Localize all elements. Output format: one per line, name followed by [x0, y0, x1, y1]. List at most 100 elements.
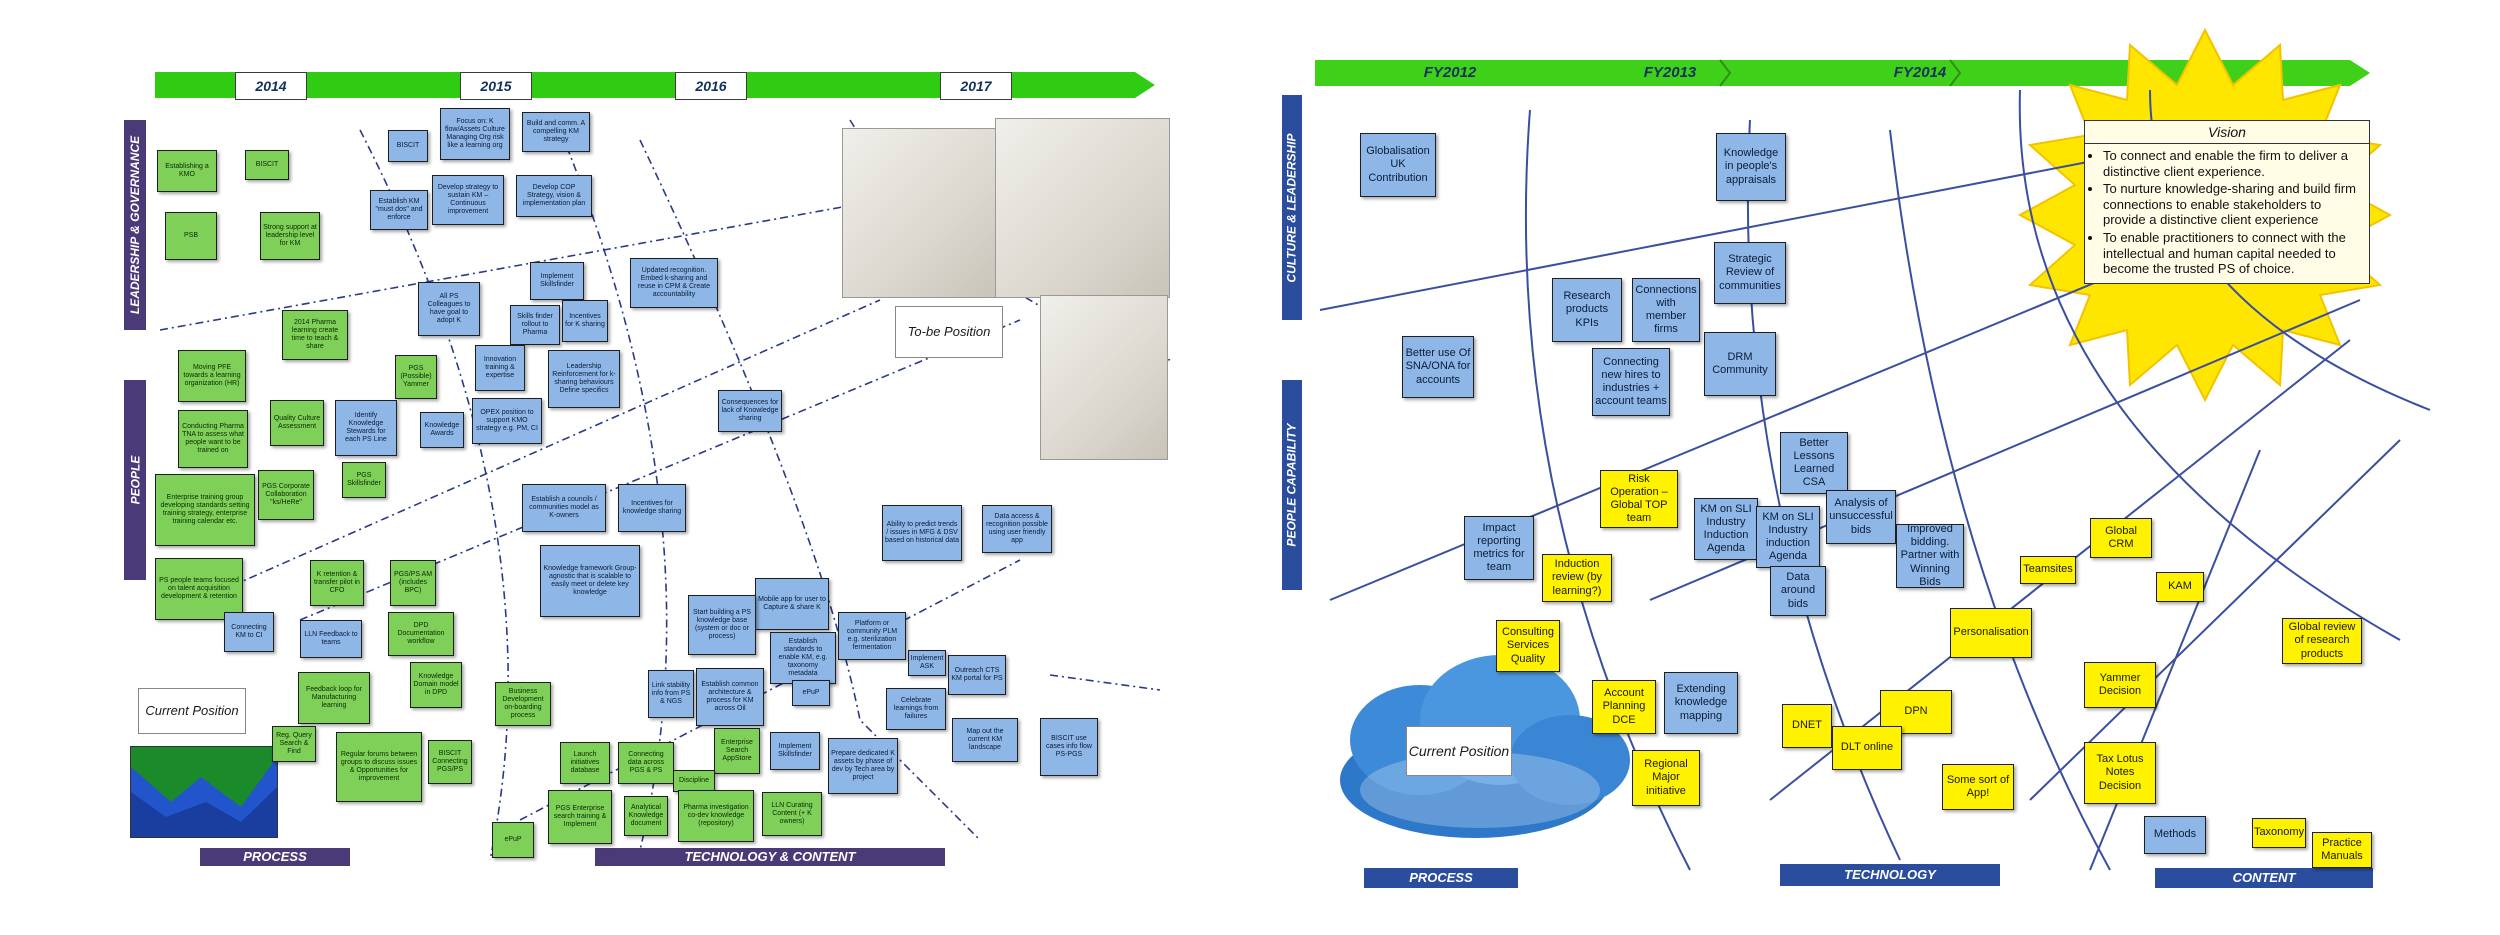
roadmap-item: Teamsites [2020, 556, 2076, 584]
roadmap-item: Knowledge Awards [420, 412, 464, 448]
vision-point: To nurture knowledge-sharing and build f… [2103, 181, 2363, 228]
roadmap-item: Yammer Decision [2084, 662, 2156, 708]
roadmap-item: Identify Knowledge Stewards for each PS … [335, 400, 397, 456]
roadmap-item: Extending knowledge mapping [1664, 672, 1738, 734]
boundary-line [199, 299, 881, 601]
roadmap-item: Develop strategy to sustain KM – Continu… [432, 175, 504, 225]
roadmap-item: Establish KM "must dos" and enforce [370, 190, 428, 230]
roadmap-item: PSB [165, 212, 217, 260]
roadmap-item: LLN Curating Content (+ K owners) [762, 792, 822, 836]
left-roadmap-panel: 2014 2015 2016 2017 LEADERSHIP & GOVERNA… [124, 72, 1171, 866]
roadmap-item: K retention & transfer pilot in CFO [310, 560, 364, 606]
roadmap-item: Build and comm. A compelling KM strategy [522, 112, 590, 152]
roadmap-item: Implement Skillsfinder [530, 262, 584, 300]
year-label-2015: 2015 [460, 72, 532, 100]
roadmap-item: DPD Documentation workflow [388, 612, 454, 656]
roadmap-item: BISCIT use cases info flow PS-PGS [1040, 718, 1098, 776]
roadmap-item: Consequences for lack of Knowledge shari… [718, 390, 782, 432]
roadmap-item: KAM [2156, 572, 2204, 602]
left-timeline-arrow [155, 72, 1155, 98]
roadmap-item: PS people teams focused on talent acquis… [155, 558, 243, 620]
roadmap-item: Updated recognition. Embed k-sharing and… [630, 258, 718, 308]
roadmap-item: Practice Manuals [2312, 832, 2372, 868]
roadmap-item: PGS (Possible) Yammer [395, 355, 437, 399]
roadmap-item: Account Planning DCE [1592, 680, 1656, 734]
roadmap-item: Enterprise training group developing sta… [155, 474, 255, 546]
vision-list: To connect and enable the firm to delive… [2093, 148, 2363, 277]
roadmap-item: Impact reporting metrics for team [1464, 516, 1534, 580]
bottom-label-technology: TECHNOLOGY [1780, 864, 2000, 886]
roadmap-item: Business Development on-boarding process [495, 682, 551, 726]
current-position-mini-chart [130, 746, 278, 838]
roadmap-item: ePuP [792, 680, 830, 706]
roadmap-item: Connecting new hires to industries + acc… [1592, 348, 1670, 416]
tobe-position-label: To-be Position [895, 306, 1003, 358]
vision-point: To enable practitioners to connect with … [2103, 230, 2363, 277]
roadmap-item: Connections with member firms [1632, 278, 1700, 342]
roadmap-item: Methods [2144, 816, 2206, 854]
roadmap-item: Taxonomy [2252, 818, 2306, 848]
roadmap-item: Enterprise Search AppStore [714, 728, 760, 774]
roadmap-item: Focus on: K flow/Assets Culture Managing… [440, 108, 510, 160]
roadmap-item: Improved bidding. Partner with Winning B… [1896, 524, 1964, 588]
roadmap-item: Platform or community PLM e.g. steriliza… [838, 612, 906, 660]
roadmap-item: Innovation training & expertise [475, 345, 525, 391]
roadmap-item: Discipline [673, 770, 715, 792]
boundary-line [1049, 674, 1161, 691]
current-position-label: Current Position [138, 688, 246, 734]
bottom-label-content: CONTENT [2155, 868, 2373, 888]
roadmap-item: DRM Community [1704, 332, 1776, 396]
roadmap-item: Consulting Services Quality [1496, 620, 1560, 672]
roadmap-item: All PS Colleagues to have goal to adopt … [418, 282, 480, 336]
roadmap-item: Celebrate learnings from failures [886, 688, 946, 730]
roadmap-item: DLT online [1832, 726, 1902, 770]
left-roadmap-canvas [155, 72, 1171, 861]
roadmap-item: Global review of research products [2282, 618, 2362, 664]
whiteboard-photo [842, 128, 997, 298]
roadmap-item: Map out the current KM landscape [952, 718, 1018, 762]
year-label-2014: 2014 [235, 72, 307, 100]
roadmap-item: Establishing a KMO [157, 150, 217, 192]
roadmap-item: Global CRM [2090, 518, 2152, 558]
roadmap-item: BISCIT Connecting PGS/PS [428, 740, 472, 784]
roadmap-item: Strong support at leadership level for K… [260, 212, 320, 260]
boundary-line [159, 174, 1021, 331]
roadmap-item: Regular forums between groups to discuss… [336, 732, 422, 802]
roadmap-item: Implement ASK [908, 650, 946, 676]
roadmap-item: BISCIT [245, 150, 289, 180]
side-label-culture-leadership: CULTURE & LEADERSHIP [1282, 95, 1302, 320]
roadmap-item: Link stability info from PS & NGS [648, 670, 694, 718]
roadmap-item: Incentives for K sharing [562, 300, 608, 342]
bottom-label-process: PROCESS [1364, 868, 1518, 888]
roadmap-item: Connecting data across PGS & PS [618, 742, 674, 784]
vision-point: To connect and enable the firm to delive… [2103, 148, 2363, 179]
roadmap-item: OPEX position to support KMO strategy e.… [472, 398, 542, 444]
roadmap-item: Connecting KM to CI [224, 612, 274, 652]
year-label-2016: 2016 [675, 72, 747, 100]
roadmap-item: Better use Of SNA/ONA for accounts [1402, 336, 1474, 398]
roadmap-item: Tax Lotus Notes Decision [2084, 742, 2156, 804]
roadmap-item: Analytical Knowledge document [624, 796, 668, 836]
whiteboard-photo [995, 118, 1170, 298]
roadmap-item: PGS/PS AM (includes BPC) [390, 560, 436, 606]
vision-title: Vision [2085, 121, 2369, 144]
roadmap-item: Start building a PS knowledge base (syst… [688, 595, 756, 655]
roadmap-item: PGS Corporate Collaboration "ks/HeRe" [258, 470, 314, 520]
current-position-label: Current Position [1406, 726, 1512, 776]
roadmap-item: Reg. Query Search & Find [272, 726, 316, 762]
roadmap-item: BISCIT [388, 130, 428, 162]
year-label-fy2014: FY2014 [1893, 64, 1947, 81]
roadmap-item: Globalisation UK Contribution [1360, 133, 1436, 197]
roadmap-item: Induction review (by learning?) [1542, 554, 1612, 602]
roadmap-item: Feedback loop for Manufacturing learning [298, 672, 370, 724]
right-roadmap-panel: FY2012 FY2013 FY2014 CULTURE & LEADERSHI… [1250, 0, 2500, 935]
roadmap-item: KM on SLI Industry induction Agenda [1756, 506, 1820, 568]
roadmap-item: PGS Skillsfinder [342, 462, 386, 498]
roadmap-item: Better Lessons Learned CSA [1780, 432, 1848, 494]
roadmap-item: Establish common architecture & process … [696, 668, 764, 726]
roadmap-item: Analysis of unsuccessful bids [1826, 490, 1896, 544]
side-label-people: PEOPLE [124, 380, 146, 580]
boundary-curve [359, 129, 509, 861]
roadmap-item: Conducting Pharma TNA to assess what peo… [178, 410, 248, 468]
right-timeline-arrow [1315, 60, 2370, 86]
